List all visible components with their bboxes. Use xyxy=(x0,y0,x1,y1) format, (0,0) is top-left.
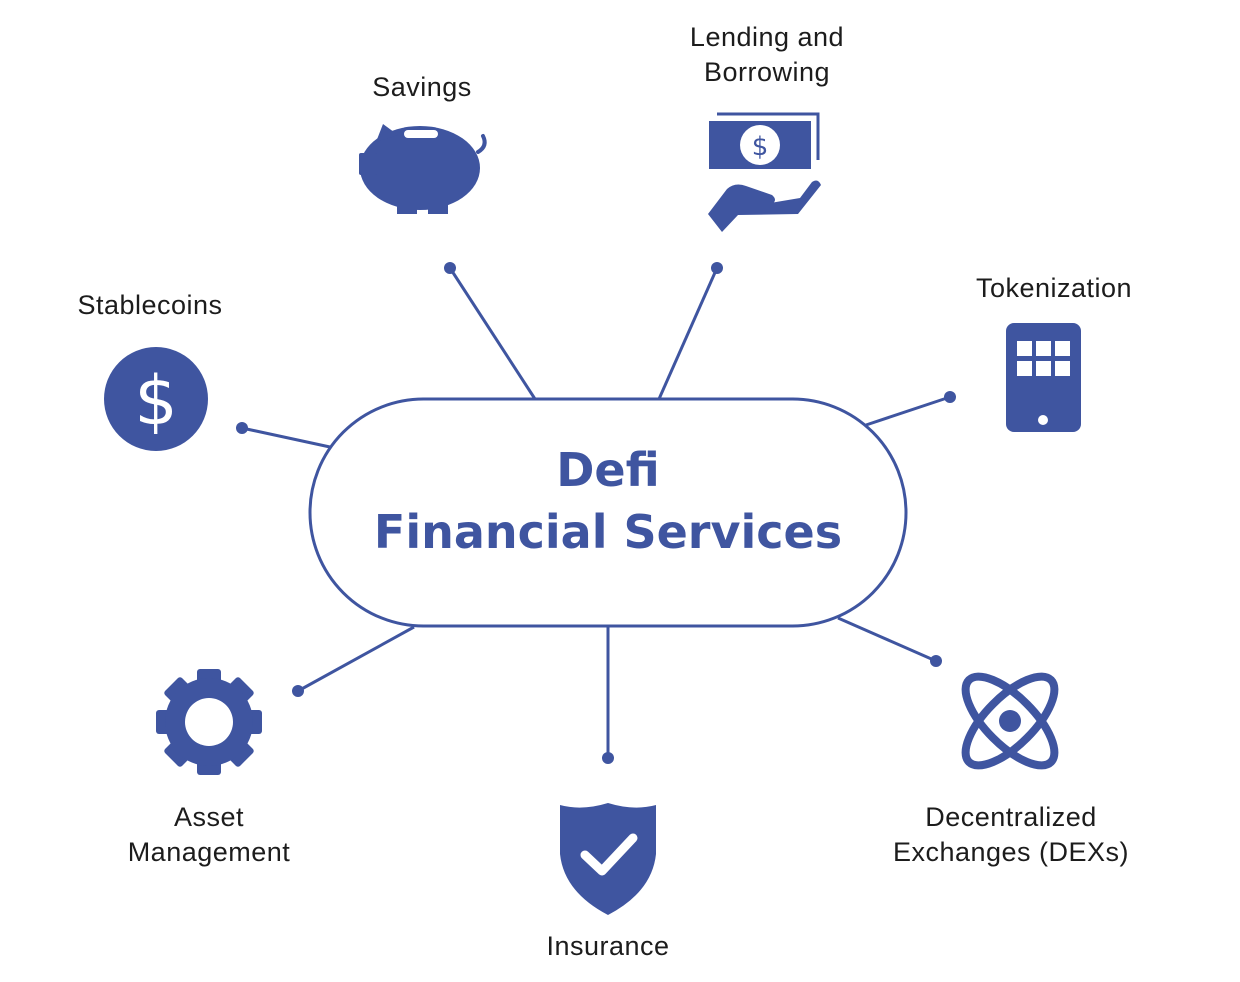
connector-dexs xyxy=(837,616,937,663)
label-asset-management-line2: Management xyxy=(127,837,291,867)
piggy-bank-icon xyxy=(359,124,487,214)
dot-lending xyxy=(711,262,723,274)
connector-asset-management xyxy=(297,625,415,693)
label-asset-management-line1: Asset xyxy=(173,802,245,832)
connector-dots xyxy=(236,262,956,764)
dot-stablecoins xyxy=(236,422,248,434)
label-stablecoins: Stablecoins xyxy=(77,290,223,320)
label-insurance: Insurance xyxy=(546,931,670,961)
label-lending-line2: Borrowing xyxy=(703,57,831,87)
connector-tokenization xyxy=(865,395,951,427)
label-tokenization: Tokenization xyxy=(975,273,1133,303)
gear-icon xyxy=(156,669,262,775)
center-pill xyxy=(308,397,908,628)
label-dexs-line1: Decentralized xyxy=(925,802,1097,832)
connector-lending xyxy=(657,267,719,400)
center-title-line2: Financial Services xyxy=(373,505,843,559)
dot-insurance xyxy=(602,752,614,764)
cash-in-hand-icon: $ xyxy=(708,112,821,232)
connector-stablecoins xyxy=(241,426,331,449)
mobile-phone-icon xyxy=(1006,323,1081,432)
atom-icon xyxy=(961,672,1059,770)
label-savings: Savings xyxy=(372,72,472,102)
center-title-line1: Defi xyxy=(556,443,660,497)
svg-text:$: $ xyxy=(134,362,177,441)
dot-savings xyxy=(444,262,456,274)
dot-asset-management xyxy=(292,685,304,697)
dot-dexs xyxy=(930,655,942,667)
svg-text:$: $ xyxy=(752,132,769,162)
connector-savings xyxy=(448,267,537,400)
label-lending-line1: Lending and xyxy=(689,22,845,52)
shield-check-icon xyxy=(560,803,656,915)
dollar-coin-icon: $ xyxy=(104,347,208,451)
dot-tokenization xyxy=(944,391,956,403)
connectors xyxy=(241,267,951,758)
label-dexs-line2: Exchanges (DEXs) xyxy=(892,837,1130,867)
